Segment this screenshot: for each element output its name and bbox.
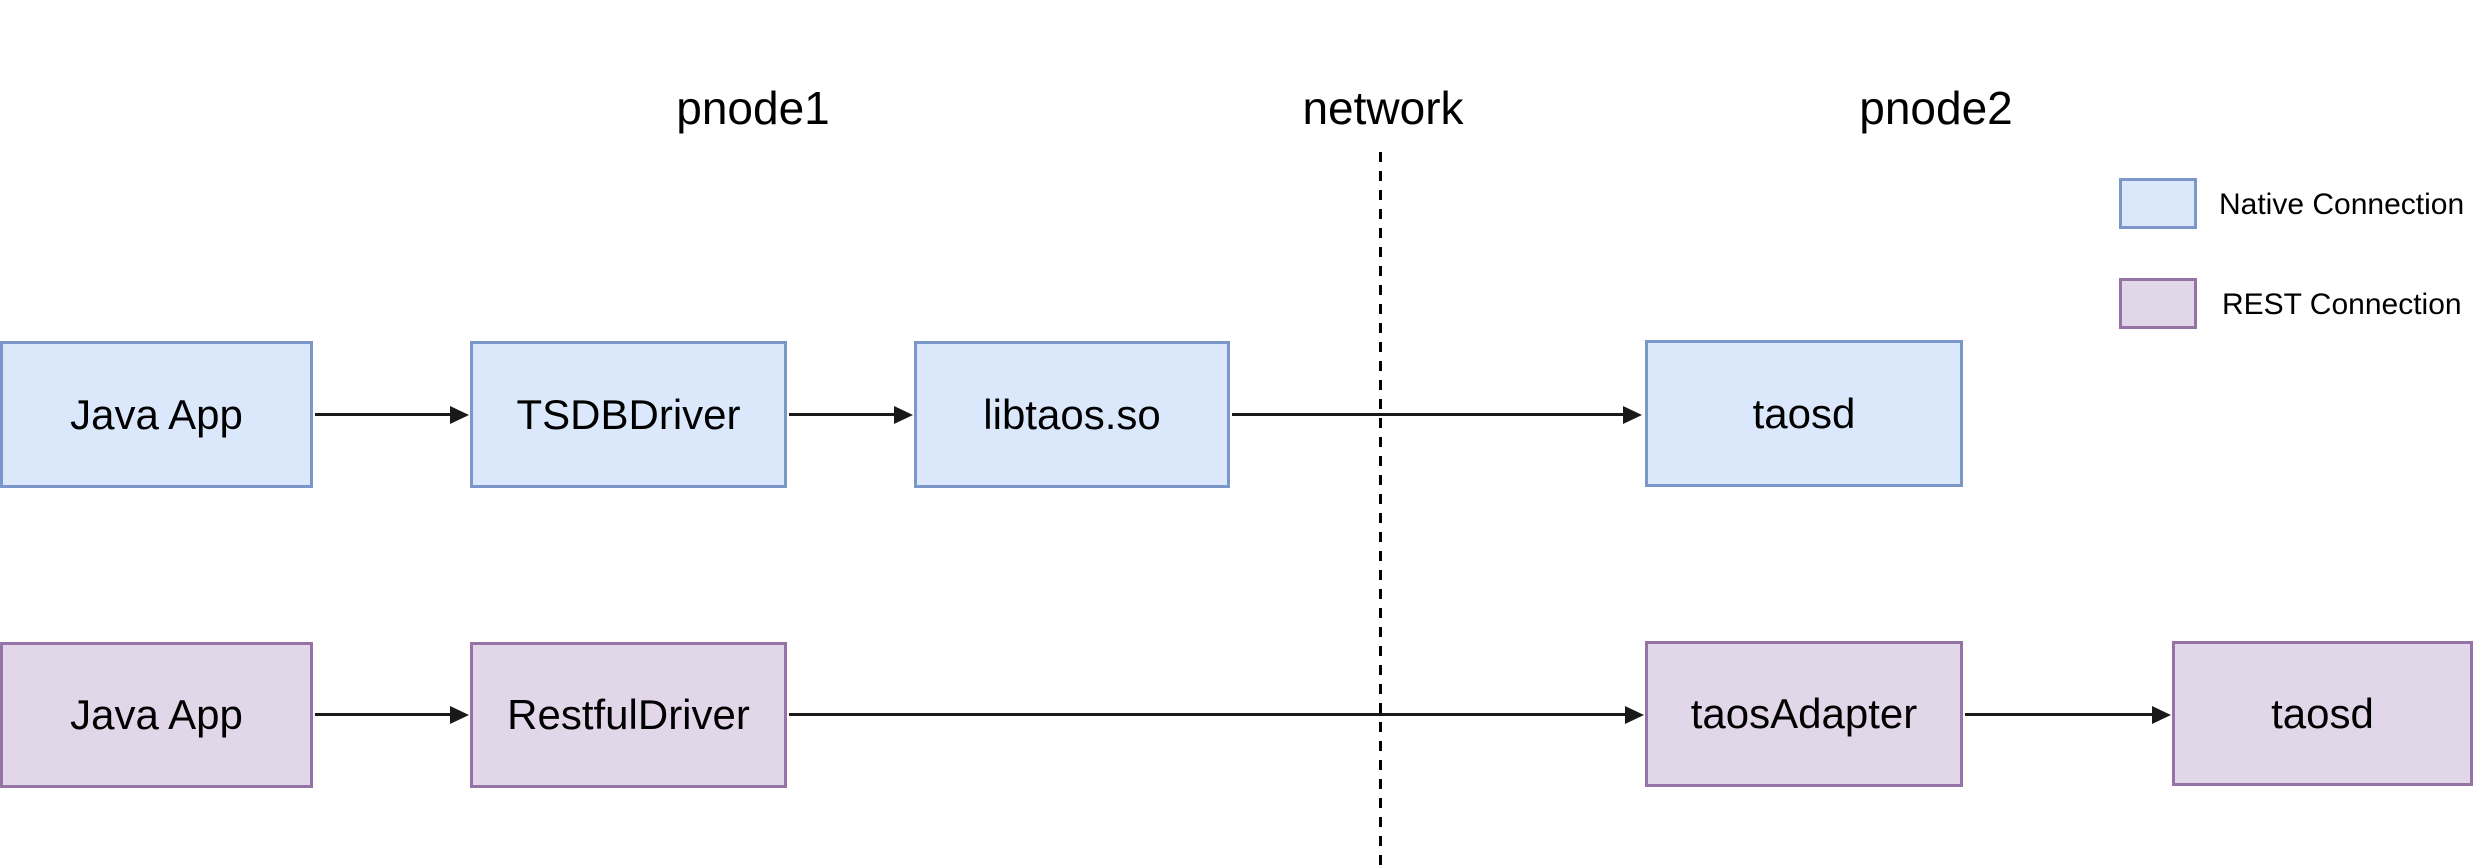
node-taosadapter: taosAdapter xyxy=(1645,641,1963,787)
zone-title-pnode2: pnode2 xyxy=(1859,82,2013,134)
network-boundary-line xyxy=(1379,152,1382,865)
zone-title-network: network xyxy=(1302,82,1464,134)
node-java-app-rest: Java App xyxy=(0,642,313,788)
legend-rest-swatch xyxy=(2119,278,2197,329)
node-tsdbdriver: TSDBDriver xyxy=(470,341,787,488)
legend-native-label: Native Connection xyxy=(2219,188,2465,221)
legend-native-swatch xyxy=(2119,178,2197,229)
arrow-tsdbdriver-to-libtaos xyxy=(789,413,895,416)
arrow-restfuldriver-to-taosadapter xyxy=(789,713,1626,716)
arrow-taosadapter-to-taosd xyxy=(1965,713,2153,716)
legend-rest-label: REST Connection xyxy=(2222,288,2462,321)
node-restfuldriver: RestfulDriver xyxy=(470,642,787,788)
arrow-javaapp-to-tsdbdriver xyxy=(315,413,451,416)
node-taosd-native: taosd xyxy=(1645,340,1963,487)
arrow-javaapp-to-restfuldriver xyxy=(315,713,451,716)
zone-title-pnode1: pnode1 xyxy=(676,82,830,134)
node-libtaos-so: libtaos.so xyxy=(914,341,1230,488)
node-java-app-native: Java App xyxy=(0,341,313,488)
node-taosd-rest: taosd xyxy=(2172,641,2473,786)
arrow-libtaos-to-taosd xyxy=(1232,413,1624,416)
